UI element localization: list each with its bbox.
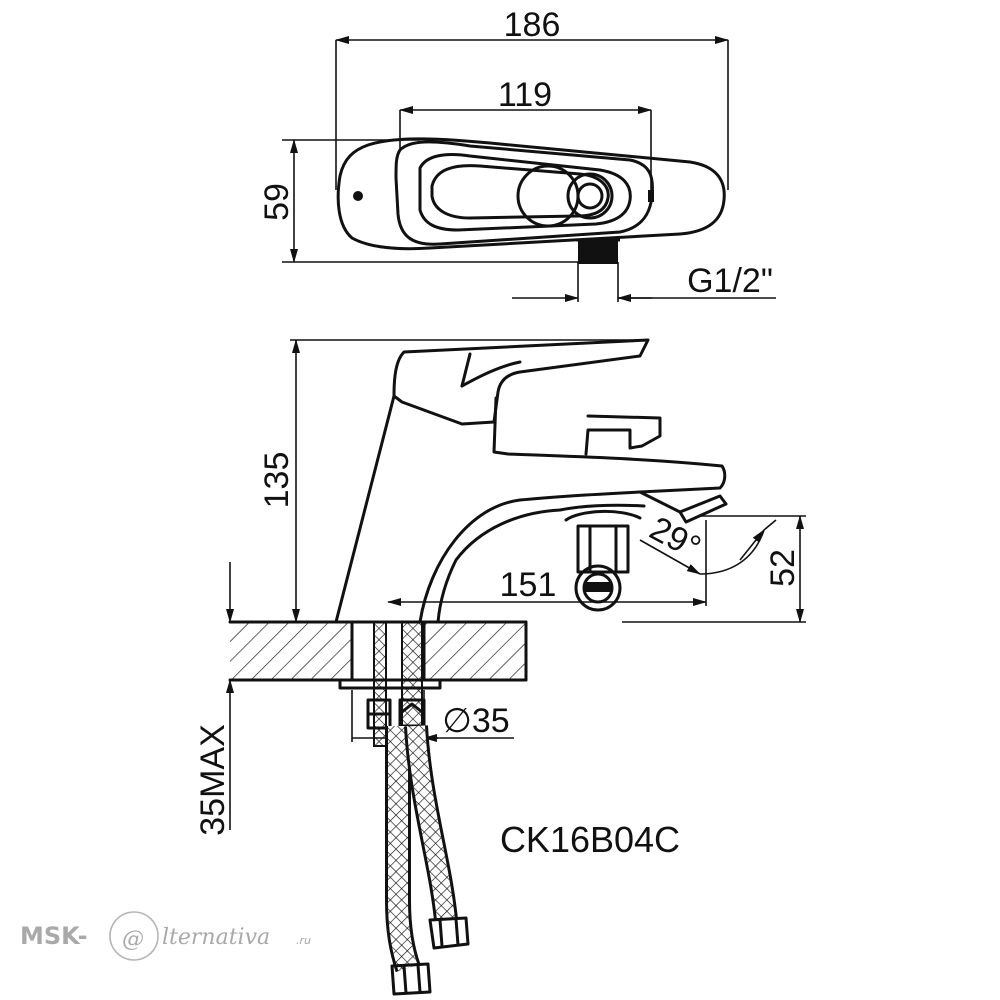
top-handle-outline (394, 140, 654, 246)
hose-nut-right (428, 916, 470, 950)
dim-spout-height: 52 (764, 549, 802, 587)
watermark-right: lternativa (162, 925, 270, 950)
watermark-left: MSK- (20, 922, 88, 950)
dim-body-depth: 59 (258, 183, 296, 221)
dim-total-length: 186 (504, 6, 561, 44)
flex-hose-right (407, 725, 455, 921)
model-number: CK16B04C (500, 819, 680, 860)
side-view: 29° 135 151 52 (194, 338, 806, 996)
side-diverter-button (584, 414, 662, 456)
dim-max-thickness: 35MAX (194, 724, 232, 836)
dim-diameter: ∅35 (442, 702, 509, 740)
side-lever (392, 338, 650, 426)
spout-connector (576, 524, 630, 574)
watermark-suffix: .ru (296, 934, 311, 947)
mounting-washer (338, 678, 442, 690)
spout-nozzle (678, 494, 728, 524)
top-screw-dot (353, 191, 363, 201)
top-view: 186 119 59 G1/2" (258, 6, 776, 302)
watermark: MSK- @ lternativa .ru (20, 911, 311, 961)
top-handle-inner (418, 153, 632, 232)
dim-spout-reach: 151 (500, 566, 557, 604)
top-handle-slot (430, 164, 610, 220)
dim-thread: G1/2" (687, 262, 773, 300)
flex-hose-left (388, 726, 418, 972)
top-body-outline (336, 137, 726, 251)
watermark-mark: @ (122, 927, 144, 952)
hose-nut-left (390, 962, 432, 996)
side-body (334, 394, 396, 624)
thread-connector (578, 240, 618, 264)
dim-handle-length: 119 (498, 76, 552, 114)
dim-height: 135 (258, 452, 296, 509)
